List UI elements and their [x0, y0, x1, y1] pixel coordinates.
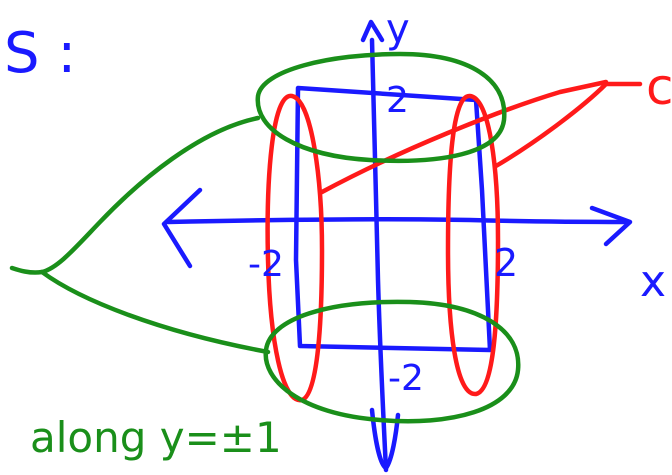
x-axis-right-arrowhead [589, 205, 633, 247]
green-pointer-curve [9, 115, 261, 275]
y-axis-label: y [386, 6, 410, 52]
red-strokes [265, 79, 643, 403]
red-curve-label: c [646, 58, 672, 116]
green-annotation: along y=±1 [30, 413, 282, 462]
y-axis-line [369, 37, 389, 473]
y-axis-arrowhead-bottom [369, 407, 401, 471]
tick-label-right: 2 [494, 241, 518, 285]
bottom-green-ellipse [263, 299, 521, 424]
x-axis-left-arrowhead [161, 187, 203, 269]
y-axis-arrowhead [360, 19, 385, 43]
green-strokes [9, 51, 521, 424]
set-name-label: S : [4, 21, 76, 86]
x-axis-label: x [640, 256, 666, 307]
tick-label-bottom: -2 [388, 358, 424, 399]
red-pointer-line [319, 79, 609, 195]
tick-label-left: -2 [248, 244, 284, 285]
tick-label-top: 2 [386, 80, 409, 121]
green-pointer-curve-2 [39, 269, 271, 355]
top-green-ellipse [255, 51, 507, 164]
x-axis-line [165, 216, 631, 225]
right-red-ellipse [445, 93, 501, 397]
red-pointer-line-2 [493, 81, 643, 169]
